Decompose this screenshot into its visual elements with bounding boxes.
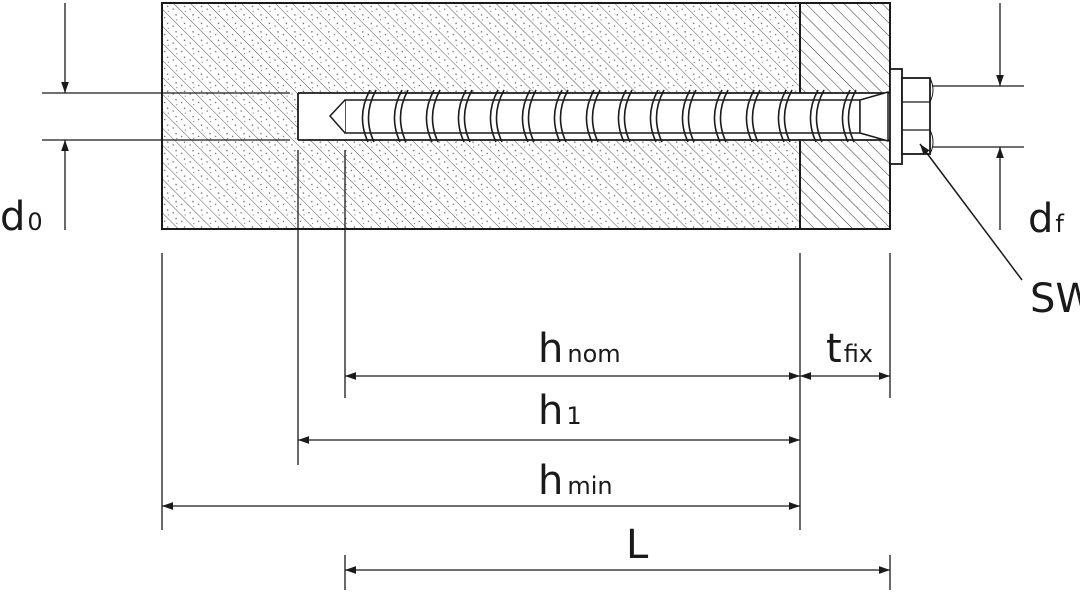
extension-lines (161, 150, 891, 590)
thread-2 (393, 89, 403, 143)
washer (889, 68, 903, 165)
thread-8 (585, 89, 595, 143)
thread-12 (713, 89, 723, 143)
thread-6 (521, 89, 531, 143)
leader-sw (919, 143, 1023, 281)
thread-edge-3 (431, 89, 441, 143)
dimension-d0 (42, 3, 290, 230)
thread-5 (489, 89, 499, 143)
label-sw: SW (1030, 276, 1080, 322)
thread-16 (841, 89, 851, 143)
thread-3 (425, 89, 435, 143)
thread-edge-10 (655, 89, 665, 143)
thread-14 (777, 89, 787, 143)
screw-threads (361, 89, 857, 143)
thread-edge-14 (783, 89, 793, 143)
thread-edge-12 (719, 89, 729, 143)
label-L: L (626, 522, 649, 568)
thread-edge-5 (495, 89, 505, 143)
label-df: df (1028, 196, 1064, 242)
thread-1 (361, 89, 371, 143)
thread-edge-13 (751, 89, 761, 143)
label-tfix: tfix (826, 326, 873, 372)
thread-edge-9 (623, 89, 633, 143)
thread-edge-8 (591, 89, 601, 143)
thread-edge-15 (815, 89, 825, 143)
thread-edge-2 (399, 89, 409, 143)
screw-anchor (328, 89, 889, 143)
thread-10 (649, 89, 659, 143)
label-d0: d0 (0, 194, 43, 240)
hex-head (901, 77, 934, 155)
thread-13 (745, 89, 755, 143)
thread-9 (617, 89, 627, 143)
dimension-df (932, 3, 1024, 230)
thread-7 (553, 89, 563, 143)
thread-edge-4 (463, 89, 473, 143)
thread-edge-11 (687, 89, 697, 143)
thread-11 (681, 89, 691, 143)
thread-edge-1 (367, 89, 377, 143)
thread-4 (457, 89, 467, 143)
thread-15 (809, 89, 819, 143)
thread-edge-16 (847, 89, 857, 143)
thread-edge-7 (559, 89, 569, 143)
thread-edge-6 (527, 89, 537, 143)
